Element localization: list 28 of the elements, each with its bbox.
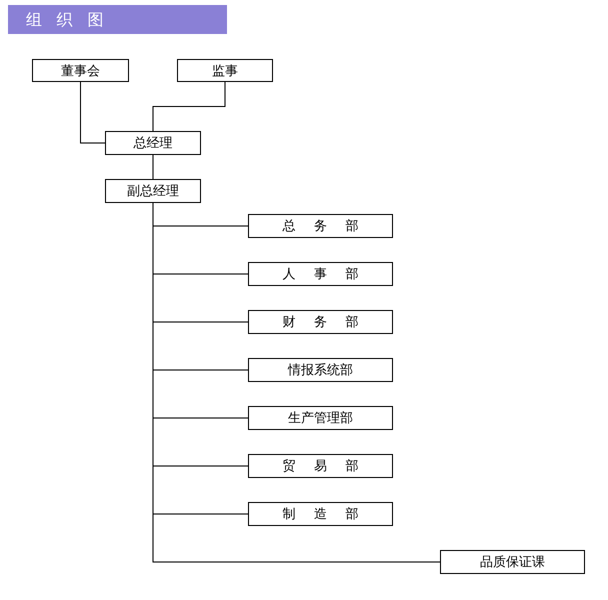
- unit-name: 财 务 部: [282, 314, 358, 331]
- unit-name: 情报系统部: [288, 362, 353, 379]
- title-text: 组 织 图: [26, 10, 104, 29]
- org-unit-box: [248, 214, 393, 238]
- unit-name: 副总经理: [127, 183, 179, 200]
- connector-line: [152, 154, 154, 180]
- unit-name: 制 造 部: [282, 506, 358, 523]
- org-unit-box: [248, 502, 393, 526]
- org-unit-box: [248, 454, 393, 478]
- unit-name: 总经理: [134, 135, 172, 152]
- org-unit-box: [248, 310, 393, 334]
- unit-name: 监事: [212, 62, 238, 80]
- org-unit-box: [32, 59, 129, 82]
- unit-name: 贸 易 部: [282, 458, 358, 475]
- connector-line: [80, 82, 106, 144]
- org-unit-box: [248, 406, 393, 430]
- connector-line: [152, 82, 226, 132]
- org-unit-box: [440, 550, 585, 574]
- unit-name: 董事会: [61, 62, 100, 80]
- unit-name: 人 事 部: [282, 266, 358, 283]
- org-unit-box: [105, 179, 201, 203]
- org-unit-box: [248, 262, 393, 286]
- org-unit-box: [248, 358, 393, 382]
- org-unit-box: [105, 131, 201, 155]
- unit-name: 总 务 部: [282, 218, 358, 235]
- unit-name: 品质保证课: [480, 554, 545, 571]
- org-unit-box: [177, 59, 273, 82]
- unit-name: 生产管理部: [288, 410, 353, 427]
